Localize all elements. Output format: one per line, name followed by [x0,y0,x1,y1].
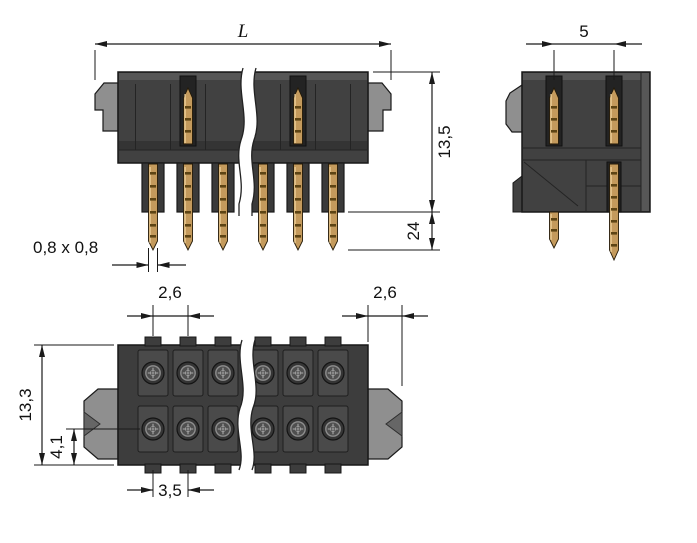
dim-label-pin-length: 24 [404,222,423,241]
tab [289,336,307,347]
dim-label-row-offset: 4,1 [47,435,66,459]
tab [214,336,232,347]
tab [254,463,272,474]
pin-socket [286,417,310,441]
latch-cross-section [505,83,523,133]
mounting-latch-right [367,82,392,132]
break-line [237,339,244,471]
tab [214,463,232,474]
pin-socket [321,417,345,441]
dim-label-overall-length: L [237,21,249,42]
latch-notch [83,411,101,437]
solder-pin [293,163,303,251]
solder-pin [609,163,619,261]
dim-label-height: 13,5 [435,125,454,158]
dim-label-pitch-right: 2,6 [373,283,397,302]
dim-pitch-right: 2,6 [342,283,428,386]
pin-socket [211,361,235,385]
dim-pitch-left: 2,6 [127,283,214,336]
dim-pin-cross-section: 0,8 x 0,8 [33,238,186,272]
tab [289,463,307,474]
pin-socket [176,361,200,385]
solder-pin-upper [609,87,619,145]
tab [324,336,342,347]
dim-row-pitch: 5 [526,22,642,80]
dim-label-edge-offset: 3,5 [158,481,182,500]
solder-pin [183,163,193,251]
pin-socket [321,361,345,385]
side-view [505,71,651,261]
bottom-view [83,336,403,474]
dim-label-row-pitch: 5 [579,22,588,41]
latch-notch [385,411,403,437]
solder-pin [148,163,158,251]
dim-label-pitch-left: 2,6 [158,283,182,302]
solder-pin-upper [293,87,303,145]
side-top-highlight [523,73,649,80]
solder-pin [328,163,338,251]
pin-socket [286,361,310,385]
side-wall-face [641,73,649,211]
pin-socket [141,417,165,441]
pin-socket [211,417,235,441]
dim-pin-length: 24 [348,212,440,251]
dim-edge-offset: 3,5 [127,470,214,500]
dim-height: 13,5 [348,71,454,213]
tab [254,336,272,347]
break-line [238,67,245,216]
dim-overall-length: L [94,21,392,80]
solder-pin-upper [549,87,559,145]
pin-socket [141,361,165,385]
front-view [94,67,392,251]
tab [144,336,162,347]
dim-row-offset: 4,1 [47,428,140,465]
dim-label-depth: 13,3 [16,388,35,421]
solder-pin [549,211,559,249]
mounting-latch-left [94,82,119,132]
break-line [251,67,258,216]
pin-socket [251,417,275,441]
tab [179,336,197,347]
tab [324,463,342,474]
dim-label-pin-cross-section: 0,8 x 0,8 [33,238,98,257]
housing-foot [512,174,523,213]
solder-pin [218,163,228,251]
dimensions: L 13,5 24 0,8 x 0,8 5 [16,21,642,500]
pin-socket [176,417,200,441]
solder-pin [258,163,268,251]
break-line [250,339,257,471]
solder-pin-upper [183,87,193,145]
